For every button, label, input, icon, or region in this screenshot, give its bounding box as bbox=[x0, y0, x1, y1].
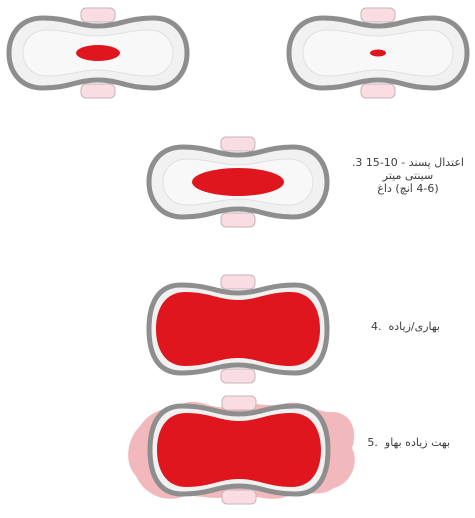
label-very-heavy: بهت زیاده بهاو .5 bbox=[360, 436, 450, 449]
pad-wing-top bbox=[222, 396, 256, 410]
label-moderate-line3: (4-6 انچ) داغ bbox=[352, 182, 464, 195]
pad-moderate bbox=[145, 137, 331, 227]
pad-wing-top bbox=[221, 137, 255, 151]
pad-spotting-tiny bbox=[285, 8, 471, 98]
pad-wing-top bbox=[81, 8, 115, 22]
label-number: 3. bbox=[352, 156, 363, 169]
pad-wing-top bbox=[361, 8, 395, 22]
label-heavy: بهاری/زیاده .4 bbox=[360, 320, 440, 333]
pad-very-heavy bbox=[120, 392, 360, 510]
blood-stain bbox=[76, 45, 120, 61]
pad-wing-top bbox=[221, 275, 255, 289]
pad-wing-bottom bbox=[361, 84, 395, 98]
pad-wing-bottom bbox=[81, 84, 115, 98]
blood-stain bbox=[156, 292, 320, 366]
blood-stain bbox=[157, 413, 321, 487]
pad-spotting-small bbox=[5, 8, 191, 98]
label-moderate-line2: سینتی میتر bbox=[352, 169, 464, 182]
blood-stain bbox=[192, 168, 284, 196]
pad-heavy bbox=[145, 275, 331, 383]
label-moderate-line1: اعتدال پسند - 10-15 3. bbox=[352, 156, 464, 169]
pad-wing-bottom bbox=[221, 213, 255, 227]
blood-stain bbox=[370, 50, 386, 57]
pad-wing-bottom bbox=[221, 369, 255, 383]
label-moderate: اعتدال پسند - 10-15 3. سینتی میتر (4-6 ا… bbox=[352, 156, 464, 195]
pad-wing-bottom bbox=[222, 490, 256, 504]
label-number: .5 bbox=[367, 436, 378, 449]
label-number: .4 bbox=[371, 320, 382, 333]
